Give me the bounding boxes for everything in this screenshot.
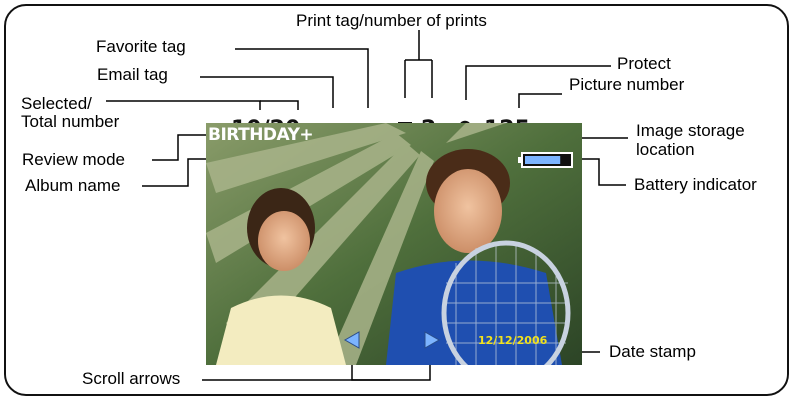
- date-stamp-label: Date stamp: [609, 342, 696, 361]
- protect-label: Protect: [617, 54, 671, 73]
- image-storage-label-2: location: [636, 140, 695, 159]
- selected-total-label-1: Selected/: [21, 94, 92, 113]
- photo-image: [206, 123, 582, 365]
- scroll-arrows-label: Scroll arrows: [82, 369, 181, 388]
- album-name-value: BIRTHDAY+: [208, 125, 314, 145]
- battery-indicator-label: Battery indicator: [634, 175, 757, 194]
- picture-number-label: Picture number: [569, 75, 685, 94]
- email-tag-label: Email tag: [97, 65, 168, 84]
- camera-lcd-screen: BIRTHDAY+ 12/12/2006: [206, 123, 582, 365]
- print-tag-label: Print tag/number of prints: [296, 11, 487, 30]
- image-storage-label-1: Image storage: [636, 121, 745, 140]
- selected-total-label-2: Total number: [21, 112, 120, 131]
- date-stamp-value: 12/12/2006: [478, 334, 548, 347]
- album-name-label: Album name: [25, 176, 121, 195]
- callout-frame: [4, 4, 789, 396]
- battery-level-fill: [525, 156, 561, 164]
- review-mode-label: Review mode: [22, 150, 125, 169]
- favorite-tag-label: Favorite tag: [96, 37, 186, 56]
